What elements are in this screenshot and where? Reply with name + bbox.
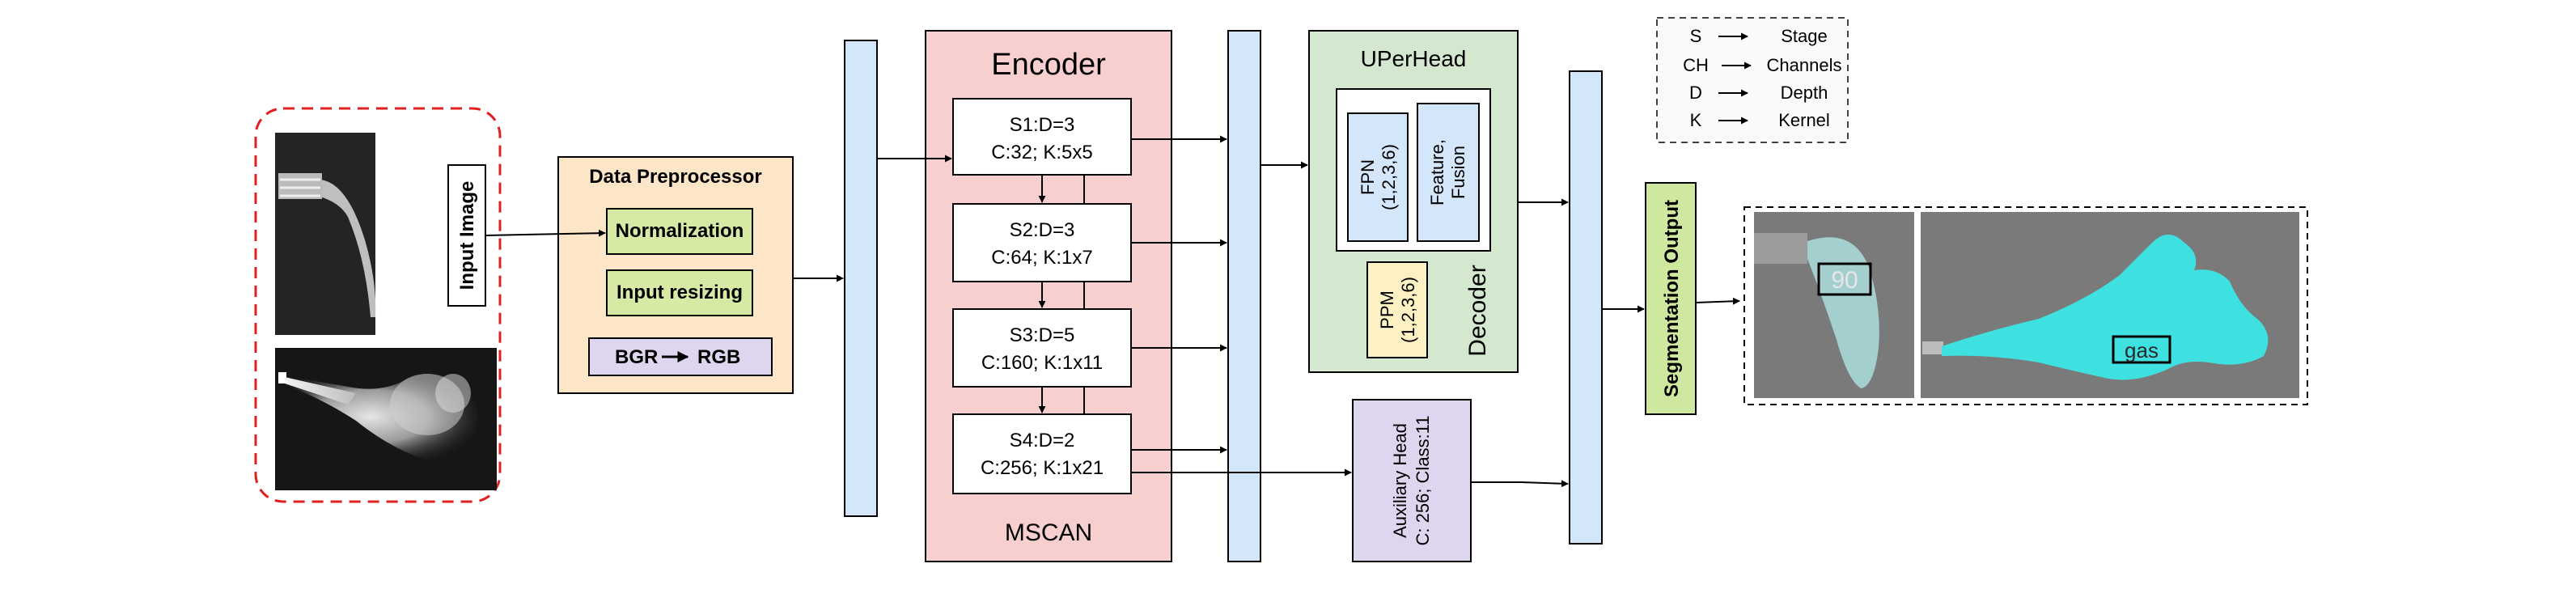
input-image-label: Input Image bbox=[456, 181, 478, 290]
stage-2-line1: S2:D=3 bbox=[1010, 219, 1075, 241]
legend-value-kernel: Kernel bbox=[1778, 110, 1830, 130]
fusion-line2: Fusion bbox=[1448, 146, 1468, 199]
input-photo-top bbox=[275, 133, 376, 335]
result-group-frame bbox=[1743, 206, 2308, 405]
fpn-box bbox=[1347, 112, 1409, 242]
segmentation-output-label: Segmentation Output bbox=[1661, 200, 1683, 397]
seg-output-to-result-arrow bbox=[1695, 297, 1740, 305]
stage-3-box bbox=[952, 308, 1132, 388]
auxiliary-head-box bbox=[1352, 399, 1472, 562]
ppm-line1: PPM bbox=[1377, 290, 1397, 329]
legend-key-k: K bbox=[1690, 110, 1702, 130]
input-resizing-label: Input resizing bbox=[616, 282, 743, 303]
legend-row-channels: CH Channels bbox=[1683, 55, 1841, 75]
legend-value-stage: Stage bbox=[1781, 26, 1828, 46]
stage-1-line1: S1:D=3 bbox=[1010, 114, 1075, 136]
stage-1-box bbox=[952, 98, 1132, 176]
feature-bar-2 bbox=[1227, 30, 1261, 562]
encoder-title: Encoder bbox=[991, 48, 1106, 82]
feature-fusion-box bbox=[1417, 103, 1480, 242]
feature-bar-1 bbox=[844, 40, 878, 517]
legend-row-stage: S Stage bbox=[1690, 26, 1828, 46]
aux-head-line1: Auxiliary Head bbox=[1390, 423, 1410, 538]
result-left-tag: 90 bbox=[1831, 267, 1858, 294]
result-right-tag: gas bbox=[2125, 338, 2159, 362]
legend-key-d: D bbox=[1689, 83, 1702, 103]
input-photo-bottom bbox=[275, 348, 497, 490]
stage-2-box bbox=[952, 203, 1132, 282]
ppm-line2: (1,2,3,6) bbox=[1398, 277, 1418, 343]
stage-4-line1: S4:D=2 bbox=[1010, 430, 1075, 451]
input-group-frame bbox=[254, 107, 502, 503]
encoder-footer: MSCAN bbox=[1005, 519, 1092, 546]
fpn-line2: (1,2,3,6) bbox=[1379, 144, 1399, 210]
ppm-box bbox=[1366, 261, 1428, 358]
segmentation-output-box bbox=[1645, 182, 1697, 415]
fpn-line1: FPN bbox=[1358, 159, 1378, 195]
result-image-left: 90 bbox=[1754, 212, 1914, 398]
input-resizing-box bbox=[606, 269, 753, 316]
stage-3-line2: C:160; K:1x11 bbox=[981, 352, 1103, 374]
uperhead-title: UPerHead bbox=[1361, 46, 1467, 71]
aux-head-to-bar3-arrow bbox=[1471, 480, 1569, 488]
legend-key-ch: CH bbox=[1683, 55, 1709, 75]
bgr-label: BGR bbox=[615, 346, 658, 368]
legend-row-kernel: K Kernel bbox=[1690, 110, 1830, 130]
normalization-box bbox=[606, 208, 753, 255]
input-to-normalization-arrow bbox=[485, 229, 606, 237]
aux-head-line2: C: 256; Class:11 bbox=[1413, 415, 1433, 545]
legend-value-depth: Depth bbox=[1781, 83, 1828, 103]
stage-4-box bbox=[952, 413, 1132, 494]
result-image-right: gas bbox=[1921, 212, 2299, 398]
stage-3-line1: S3:D=5 bbox=[1010, 324, 1075, 346]
data-preprocessor-title: Data Preprocessor bbox=[589, 166, 761, 188]
legend-key-s: S bbox=[1690, 26, 1702, 46]
decoder-label: Decoder bbox=[1464, 265, 1491, 356]
legend-box bbox=[1656, 17, 1849, 143]
stage-1-line2: C:32; K:5x5 bbox=[991, 142, 1092, 163]
normalization-label: Normalization bbox=[616, 220, 744, 242]
feature-bar-3 bbox=[1569, 70, 1603, 545]
fusion-line1: Feature, bbox=[1427, 139, 1447, 206]
stage-2-line2: C:64; K:1x7 bbox=[991, 247, 1092, 269]
rgb-label: RGB bbox=[697, 346, 740, 368]
legend-row-depth: D Depth bbox=[1689, 83, 1828, 103]
stage-4-line2: C:256; K:1x21 bbox=[981, 457, 1104, 479]
legend-value-channels: Channels bbox=[1767, 55, 1842, 75]
